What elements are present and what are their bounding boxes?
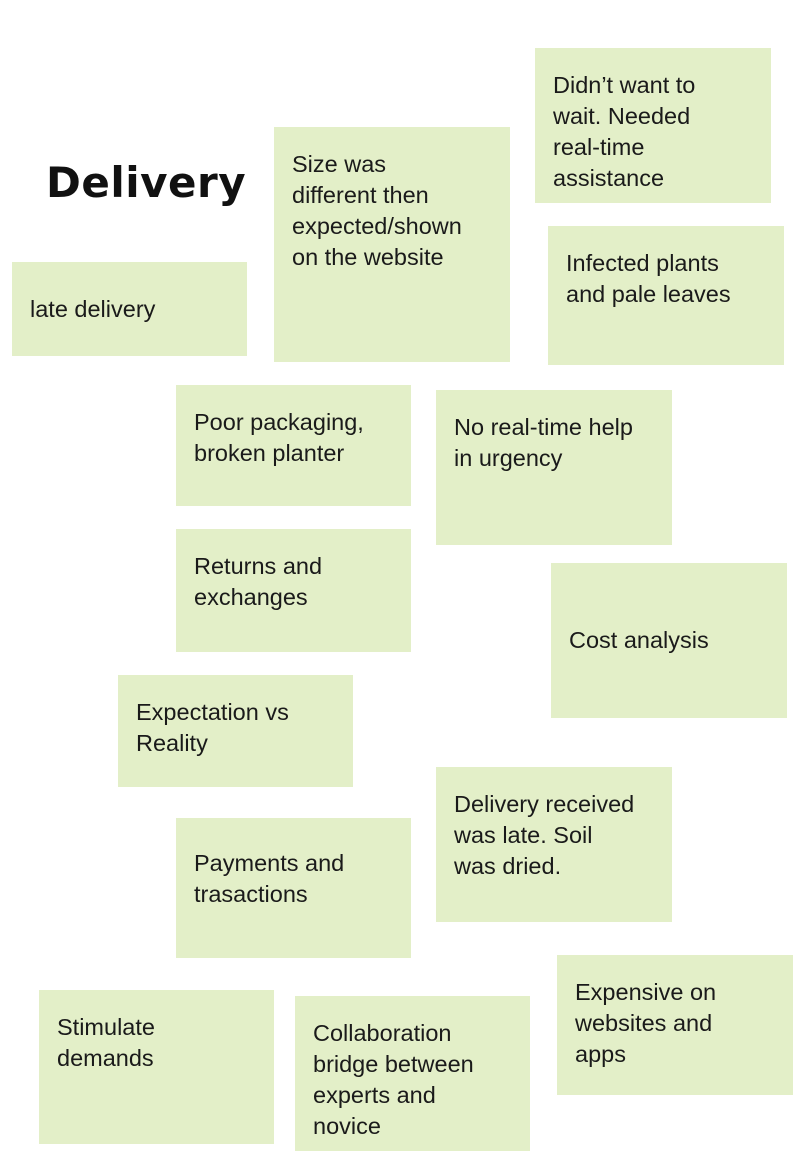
sticky-note-text: Cost analysis [569, 627, 709, 653]
sticky-note-delivery-received-late[interactable]: Delivery received was late. Soil was dri… [436, 767, 672, 922]
sticky-note-didnt-want-to-wait[interactable]: Didn’t want to wait. Needed real-time as… [535, 48, 771, 203]
sticky-note-expectation-vs-reality[interactable]: Expectation vs Reality [118, 675, 353, 787]
sticky-note-poor-packaging[interactable]: Poor packaging, broken planter [176, 385, 411, 506]
sticky-note-text: Returns and exchanges [194, 553, 323, 610]
sticky-note-late-delivery[interactable]: late delivery [12, 262, 247, 356]
sticky-note-text: Delivery received was late. Soil was dri… [454, 791, 635, 879]
sticky-note-text: Payments and trasactions [194, 850, 345, 907]
sticky-note-stimulate-demands[interactable]: Stimulate demands [39, 990, 274, 1144]
sticky-note-cost-analysis[interactable]: Cost analysis [551, 563, 787, 718]
sticky-note-text: Infected plants and pale leaves [566, 250, 731, 307]
sticky-note-text: Expensive on websites and apps [575, 979, 717, 1067]
sticky-note-infected-plants[interactable]: Infected plants and pale leaves [548, 226, 784, 365]
sticky-note-text: late delivery [30, 295, 156, 322]
sticky-note-text: Didn’t want to wait. Needed real-time as… [553, 72, 696, 191]
sticky-note-collaboration-bridge[interactable]: Collaboration bridge between experts and… [295, 996, 530, 1151]
sticky-note-returns-exchanges[interactable]: Returns and exchanges [176, 529, 411, 652]
board-title: Delivery [46, 158, 247, 207]
sticky-note-text: No real-time help in urgency [454, 414, 633, 471]
sticky-note-payments-transactions[interactable]: Payments and trasactions [176, 818, 411, 958]
sticky-note-expensive-websites-apps[interactable]: Expensive on websites and apps [557, 955, 793, 1095]
sticky-note-text: Size was different then expected/shown o… [292, 151, 462, 270]
sticky-note-text: Expectation vs Reality [136, 699, 289, 756]
sticky-note-size-different[interactable]: Size was different then expected/shown o… [274, 127, 510, 362]
sticky-note-text: Collaboration bridge between experts and… [313, 1020, 474, 1139]
sticky-note-text: Poor packaging, broken planter [194, 409, 364, 466]
sticky-note-no-realtime-help[interactable]: No real-time help in urgency [436, 390, 672, 545]
sticky-note-text: Stimulate demands [57, 1014, 155, 1071]
